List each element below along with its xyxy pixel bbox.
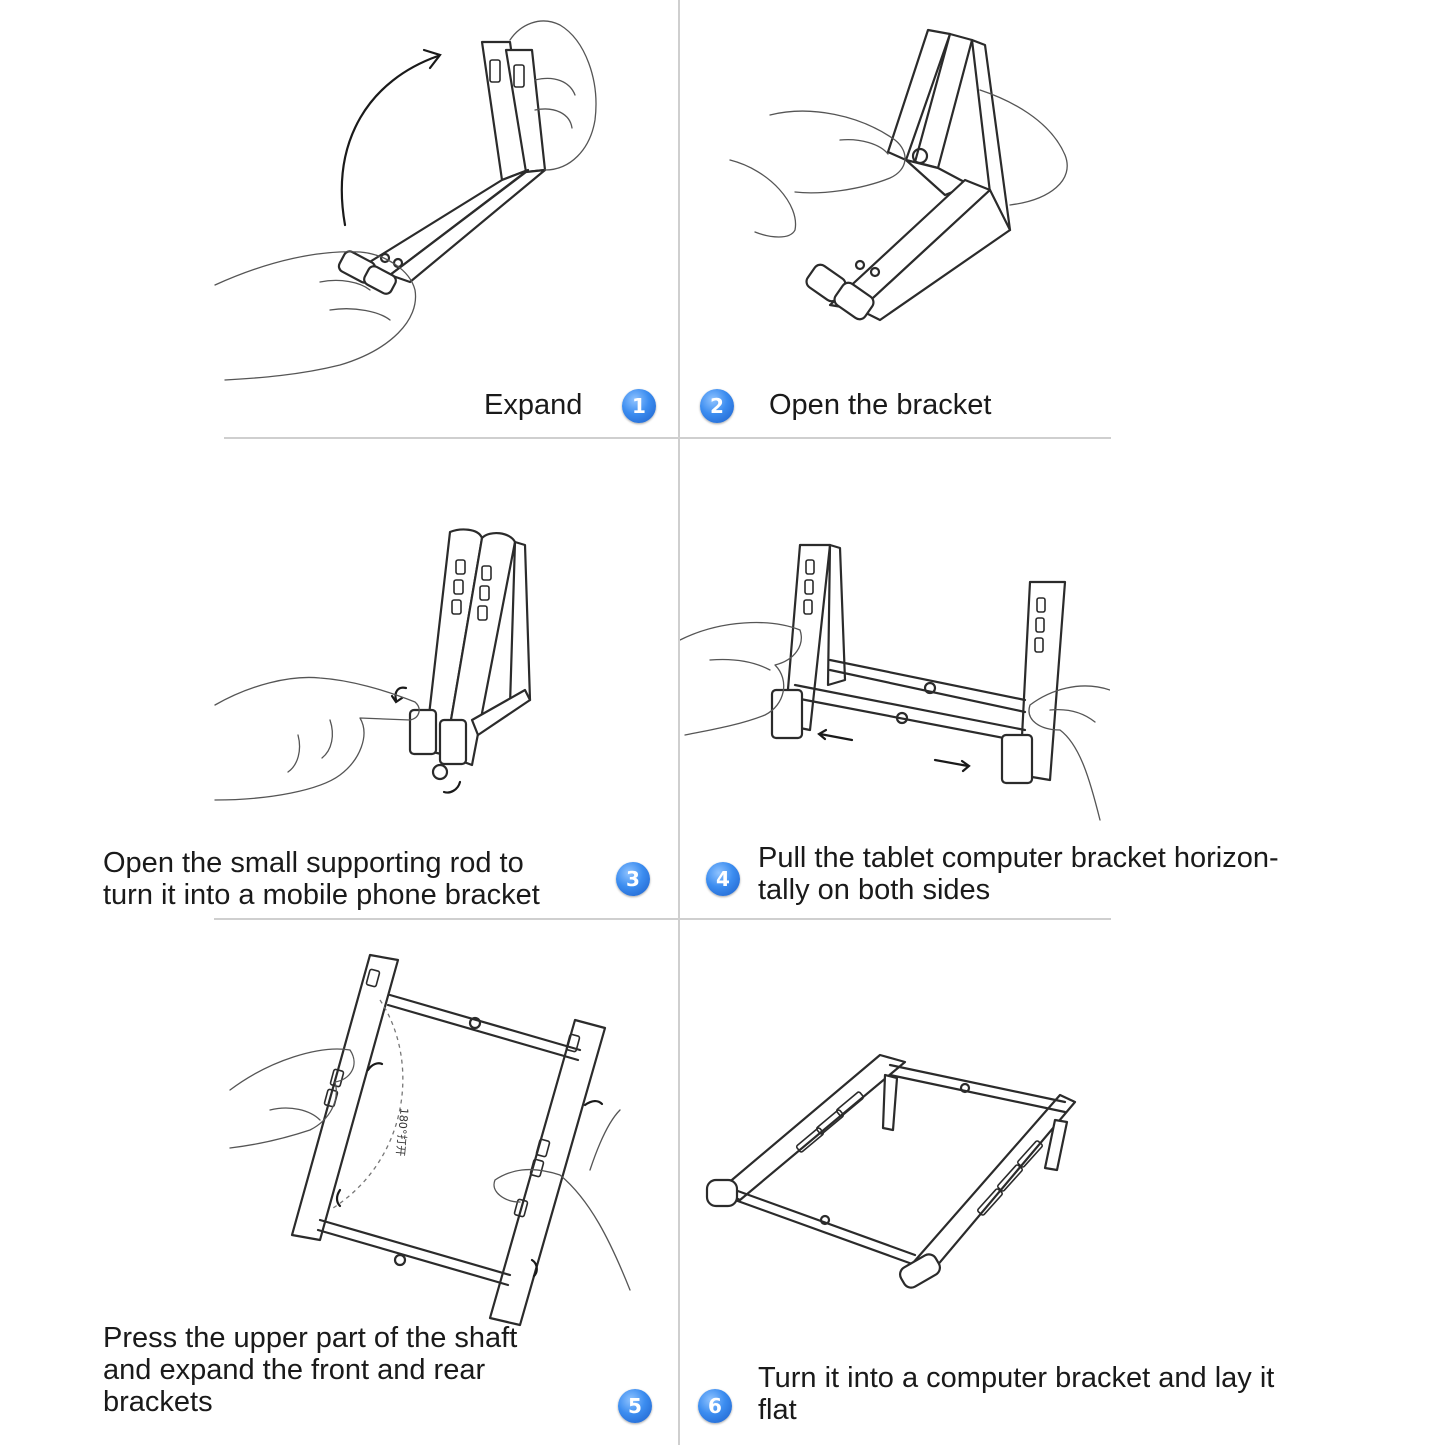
caption-line: Open the small supporting rod to — [103, 847, 524, 879]
angle-label: 180°打开 — [393, 1107, 411, 1157]
step-4-caption: Pull the tablet computer bracket horizon… — [758, 842, 1279, 906]
step-6-illustration — [695, 1040, 1095, 1310]
step-2-illustration — [710, 20, 1110, 390]
caption-line: tally on both sides — [758, 874, 991, 906]
step-2-badge: 2 — [700, 389, 734, 423]
caption-line: Expand — [484, 389, 583, 421]
step-5-illustration: 180°打开 — [220, 940, 640, 1330]
caption-line: turn it into a mobile phone bracket — [103, 879, 540, 911]
step-2-caption: Open the bracket — [769, 389, 991, 421]
step-5-badge: 5 — [618, 1389, 652, 1423]
step-1-illustration — [210, 20, 630, 390]
caption-line: Open the bracket — [769, 389, 992, 421]
step-3-illustration — [210, 520, 630, 820]
vertical-divider — [678, 0, 680, 1445]
step-6-badge: 6 — [698, 1389, 732, 1423]
step-1-caption: Expand — [484, 389, 582, 421]
step-4-illustration — [680, 530, 1110, 850]
step-4-badge: 4 — [706, 862, 740, 896]
caption-line: Turn it into a computer bracket and lay … — [758, 1362, 1275, 1394]
caption-line: Pull the tablet computer bracket horizon… — [758, 842, 1279, 874]
caption-line: brackets — [103, 1386, 213, 1418]
horizontal-divider-middle — [214, 918, 1111, 920]
caption-line: and expand the front and rear — [103, 1354, 486, 1386]
horizontal-divider-top — [224, 437, 1111, 439]
caption-line: Press the upper part of the shaft — [103, 1322, 518, 1354]
step-3-caption: Open the small supporting rod to turn it… — [103, 847, 540, 911]
step-5-caption: Press the upper part of the shaft and ex… — [103, 1322, 517, 1418]
step-3-badge: 3 — [616, 862, 650, 896]
step-6-caption: Turn it into a computer bracket and lay … — [758, 1362, 1274, 1426]
caption-line: flat — [758, 1394, 797, 1426]
step-1-badge: 1 — [622, 389, 656, 423]
